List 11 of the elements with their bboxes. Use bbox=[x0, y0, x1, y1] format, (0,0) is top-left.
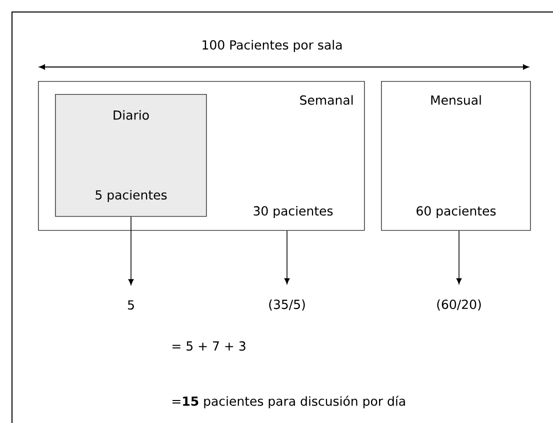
formula-text: = 5 + 7 + 3 bbox=[172, 341, 246, 351]
dimension-label: 100 Pacientes por sala bbox=[202, 40, 342, 52]
arrow bbox=[456, 230, 462, 284]
value-text: (35/5) bbox=[269, 299, 305, 311]
arrow bbox=[128, 216, 134, 286]
box: Mensual 60 pacientes bbox=[381, 81, 531, 231]
value-text: (60/20) bbox=[437, 299, 481, 311]
arrow bbox=[284, 230, 290, 284]
formula-text: =15 pacientes para discusión por día bbox=[172, 396, 405, 408]
box: Diario 5 pacientes bbox=[55, 94, 207, 217]
value-text: 5 bbox=[128, 300, 134, 310]
